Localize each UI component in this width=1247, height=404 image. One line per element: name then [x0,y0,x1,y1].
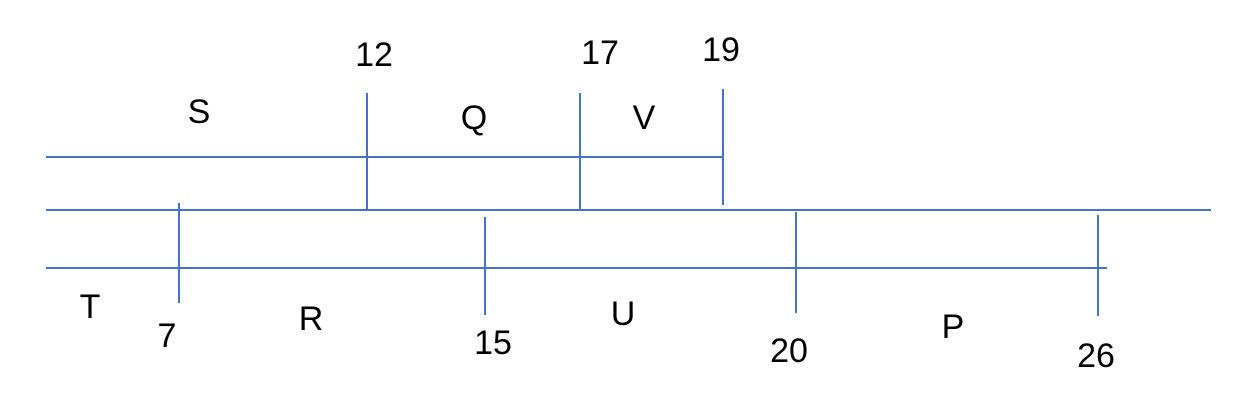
boundary-number-upper: 19 [702,31,740,69]
boundary-number-lower: 26 [1077,337,1115,375]
segment-label-upper: S [188,93,211,131]
segment-label-lower: R [299,300,324,338]
boundary-number-lower: 7 [158,317,177,355]
boundary-number-lower: 20 [770,332,808,370]
segment-label-lower: T [80,288,101,326]
boundary-number-lower: 15 [474,324,512,362]
segment-label-lower: U [611,295,636,333]
segment-label-lower: P [942,308,965,346]
segment-label-upper: V [633,99,656,137]
segment-label-upper: Q [461,99,487,137]
boundary-number-upper: 17 [581,34,619,72]
boundary-number-upper: 12 [355,36,393,74]
